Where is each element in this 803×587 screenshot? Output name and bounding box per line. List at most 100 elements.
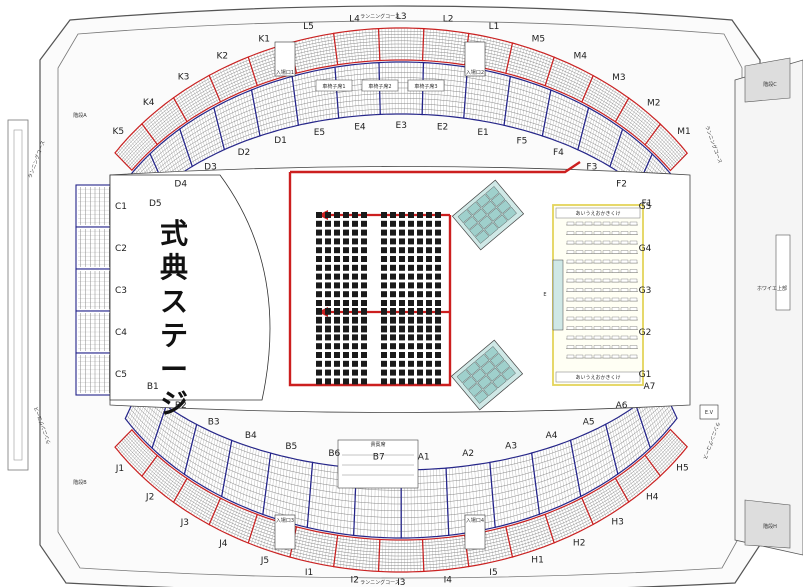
section-e5[interactable]: [291, 66, 340, 126]
section-label-a1: A1: [418, 453, 430, 463]
section-label-d3: D3: [204, 162, 217, 172]
section-m2[interactable]: [614, 97, 662, 146]
section-a4[interactable]: [531, 439, 582, 516]
section-label-d4: D4: [174, 179, 187, 189]
stair-label-d: 階段H: [763, 523, 777, 530]
section-a3[interactable]: [489, 452, 541, 529]
section-label-b4: B4: [245, 431, 257, 441]
section-label-g1: G1: [639, 370, 652, 380]
section-label-b5: B5: [285, 442, 297, 452]
section-l3[interactable]: [377, 27, 425, 62]
floor-block-4[interactable]: [381, 308, 441, 385]
section-label-e1: E1: [477, 128, 488, 138]
section-label-g4: G4: [639, 244, 652, 254]
section-k3[interactable]: [172, 74, 222, 123]
section-c5[interactable]: [75, 352, 115, 396]
entrance-markers: 入場口1 入場口2 入場口3 入場口4: [274, 41, 486, 550]
section-a6[interactable]: [605, 404, 651, 475]
stair-label-b: 階段B: [73, 479, 87, 486]
section-label-k3: K3: [178, 73, 190, 83]
section-c3[interactable]: [75, 268, 115, 312]
section-label-f4: F4: [553, 148, 564, 158]
section-label-k1: K1: [258, 34, 270, 44]
section-label-a3: A3: [505, 442, 517, 452]
section-label-e3: E3: [396, 121, 407, 131]
section-label-i3: I3: [397, 578, 405, 587]
press-title-bottom: あいうえおかきくけ: [575, 374, 620, 381]
section-h1[interactable]: [505, 513, 555, 558]
section-i3[interactable]: [377, 538, 425, 573]
section-label-g2: G2: [639, 328, 652, 338]
section-label-l1: L1: [489, 22, 500, 32]
section-c2[interactable]: [75, 226, 115, 270]
section-h5[interactable]: [644, 428, 689, 477]
stair-label-c: 階段C: [763, 81, 777, 88]
section-d3[interactable]: [179, 106, 226, 168]
section-m1[interactable]: [644, 123, 689, 172]
section-label-f1: F1: [642, 199, 653, 209]
section-f4[interactable]: [541, 89, 590, 151]
section-label-l5: L5: [303, 22, 314, 32]
section-label-d1: D1: [274, 136, 287, 146]
section-label-h3: H3: [611, 517, 624, 527]
wheelchair-labels: 車椅子席1 車椅子席2 車椅子席3: [315, 79, 445, 92]
section-i1[interactable]: [289, 526, 339, 568]
wheelchair-label-2: 車椅子席2: [368, 83, 391, 90]
entrance-label-4: 入場口4: [466, 517, 484, 524]
stage-char-5: ー: [160, 353, 188, 386]
wheelchair-label-3: 車椅子席3: [414, 83, 437, 90]
section-label-a5: A5: [583, 417, 595, 427]
section-label-a4: A4: [546, 431, 558, 441]
teal-block-lower: [450, 339, 524, 411]
section-label-m2: M2: [647, 98, 661, 108]
press-section: あいうえおかきくけ あいうえおかきくけ E: [543, 204, 644, 386]
section-e2[interactable]: [421, 61, 469, 119]
wheelchair-label-1: 車椅子席1: [322, 83, 345, 90]
section-label-f5: F5: [516, 136, 527, 146]
section-label-m5: M5: [532, 35, 546, 45]
section-i4[interactable]: [421, 534, 470, 573]
section-label-k4: K4: [143, 98, 155, 108]
section-label-b7: B7: [373, 453, 385, 463]
stage-char-1: 式: [160, 217, 188, 250]
section-label-m3: M3: [612, 73, 626, 83]
section-label-j1: J1: [115, 464, 124, 474]
floor-block-3[interactable]: [316, 308, 367, 385]
section-label-e4: E4: [354, 123, 366, 133]
foyer-label: ホワイエ上部: [757, 285, 787, 292]
floor-seating: [316, 212, 441, 385]
section-label-c2: C2: [115, 244, 127, 254]
vip-box: 貴賓席: [337, 439, 419, 489]
section-label-b1: B1: [147, 382, 159, 392]
section-c4[interactable]: [75, 310, 115, 354]
concourse-outline: [57, 20, 743, 579]
section-b2[interactable]: [151, 404, 198, 476]
section-l4[interactable]: [333, 27, 381, 66]
section-c1[interactable]: [75, 184, 115, 228]
section-label-f3: F3: [586, 162, 597, 172]
section-m5[interactable]: [505, 42, 555, 87]
section-i2[interactable]: [333, 534, 381, 573]
section-h2[interactable]: [544, 497, 594, 544]
section-label-g5: G5: [639, 202, 652, 212]
section-d1[interactable]: [250, 75, 300, 137]
section-label-a7: A7: [643, 382, 655, 392]
section-h4[interactable]: [614, 454, 662, 503]
ev-label: E.V: [705, 410, 714, 416]
section-l2[interactable]: [421, 27, 470, 66]
section-label-i4: I4: [444, 575, 453, 585]
section-label-d5: D5: [149, 199, 162, 209]
section-label-e2: E2: [437, 123, 448, 133]
left-stand: [75, 184, 115, 396]
running-course-bottom: ランニングコース: [360, 579, 400, 586]
stage-label: 式 典 ス テ ー ジ: [160, 217, 188, 420]
section-label-h1: H1: [531, 556, 544, 566]
section-k5[interactable]: [114, 122, 159, 172]
press-title-top: あいうえおかきくけ: [575, 210, 620, 217]
section-d2[interactable]: [213, 89, 261, 151]
entrance-label-2: 入場口2: [466, 69, 484, 76]
section-j1[interactable]: [114, 428, 159, 478]
section-l5[interactable]: [289, 32, 339, 74]
section-label-b3: B3: [208, 418, 220, 428]
